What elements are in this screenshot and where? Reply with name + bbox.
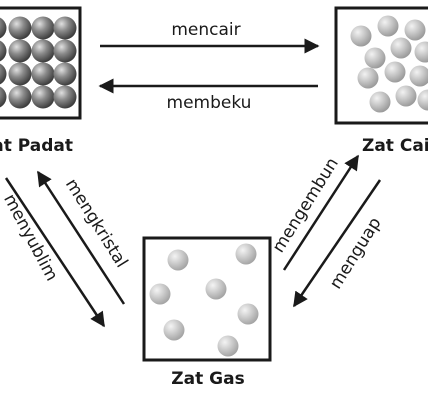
liquid-particles bbox=[350, 15, 428, 113]
solid-particle bbox=[8, 16, 32, 40]
solid-particle bbox=[53, 16, 77, 40]
gas-particle bbox=[149, 283, 171, 305]
freeze-label: membeku bbox=[167, 93, 252, 113]
solid-particle bbox=[53, 39, 77, 63]
liquid-state-box bbox=[334, 6, 428, 125]
solid-particle bbox=[8, 39, 32, 63]
gas-state-box bbox=[142, 236, 272, 362]
solid-particle bbox=[31, 16, 55, 40]
gas-particle bbox=[217, 335, 239, 357]
solid-particle bbox=[31, 62, 55, 86]
liquid-particle bbox=[364, 47, 386, 69]
gas-particle bbox=[235, 243, 257, 265]
liquid-particle bbox=[390, 37, 412, 59]
sublimate-arrow bbox=[4, 177, 106, 328]
solid-particle bbox=[31, 39, 55, 63]
evaporate-label: menguap bbox=[326, 214, 386, 293]
gas-state-label: Zat Gas bbox=[171, 369, 244, 389]
solid-particle bbox=[53, 85, 77, 109]
solid-state-label: Zat Padat bbox=[0, 136, 73, 156]
solid-state-box bbox=[0, 6, 82, 120]
solid-particle bbox=[31, 85, 55, 109]
evaporate-arrow bbox=[292, 179, 382, 308]
solid-particle bbox=[8, 85, 32, 109]
gas-particles bbox=[149, 243, 259, 357]
liquid-particle bbox=[417, 89, 428, 111]
liquid-particle bbox=[409, 65, 428, 87]
sublimate-label: menyublim bbox=[0, 191, 62, 285]
liquid-particle bbox=[404, 19, 426, 41]
solid-particle bbox=[8, 62, 32, 86]
liquid-state-label: Zat Cair bbox=[362, 136, 428, 156]
gas-particle bbox=[237, 303, 259, 325]
solid-particle bbox=[0, 63, 7, 85]
solid-particles bbox=[0, 16, 77, 109]
crystallize-arrow bbox=[36, 170, 126, 305]
melt-label: mencair bbox=[171, 20, 240, 40]
solid-particle bbox=[0, 86, 7, 108]
solid-particle bbox=[0, 40, 7, 62]
condense-label: mengembun bbox=[269, 154, 343, 256]
liquid-particle bbox=[369, 91, 391, 113]
gas-particle bbox=[205, 278, 227, 300]
gas-particle bbox=[167, 249, 189, 271]
condense-arrow bbox=[282, 154, 360, 271]
liquid-particle bbox=[414, 41, 428, 63]
solid-particle bbox=[0, 17, 7, 39]
solid-particle bbox=[53, 62, 77, 86]
liquid-particle bbox=[350, 25, 372, 47]
liquid-particle bbox=[357, 67, 379, 89]
liquid-particle bbox=[377, 15, 399, 37]
liquid-particle bbox=[395, 85, 417, 107]
gas-particle bbox=[163, 319, 185, 341]
liquid-particle bbox=[384, 61, 406, 83]
